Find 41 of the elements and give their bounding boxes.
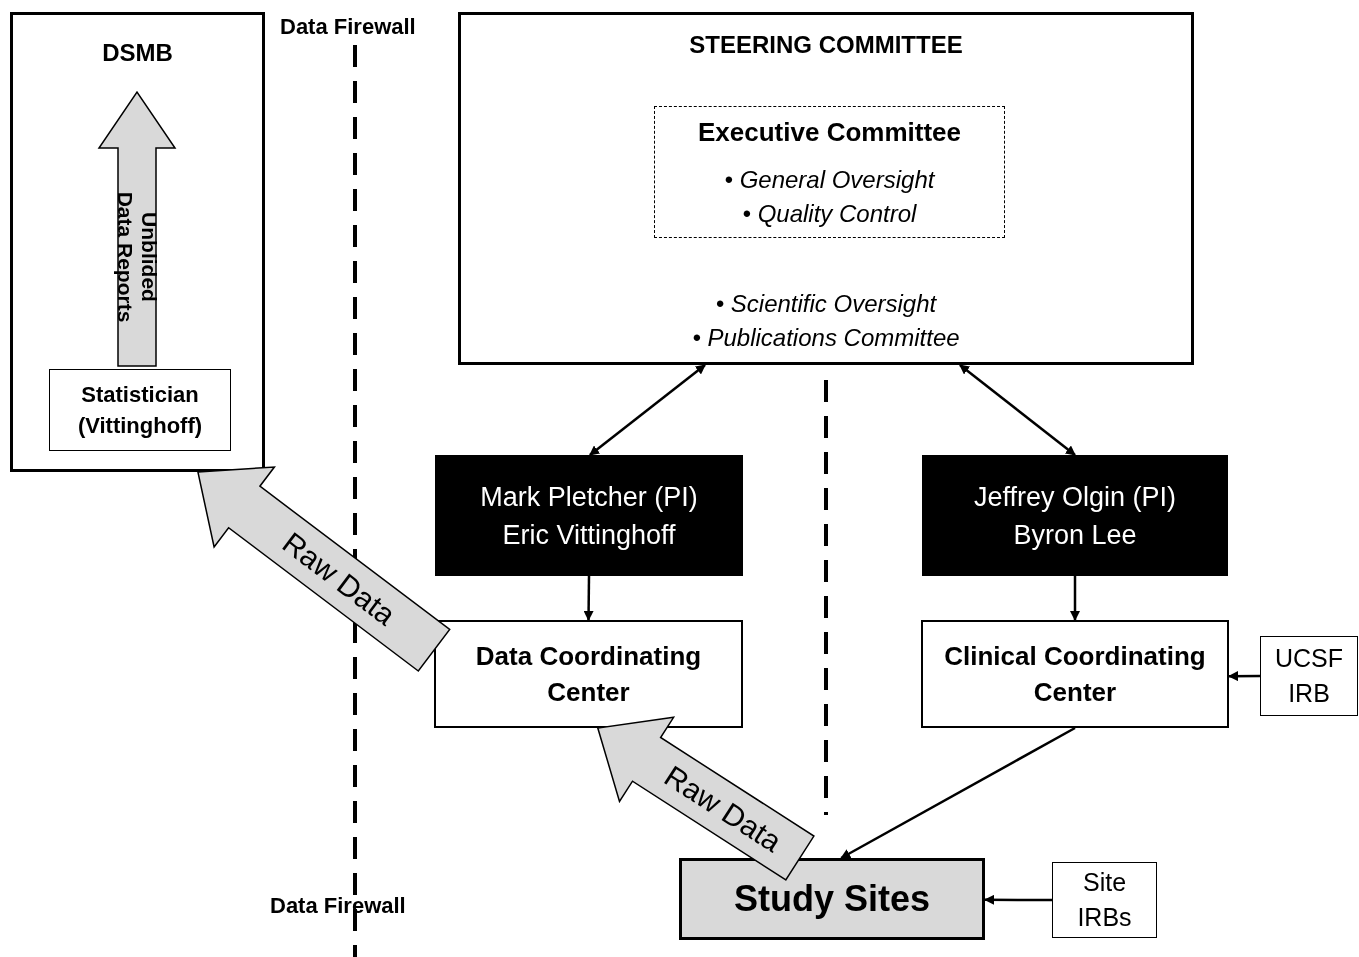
box-label: UCSF IRB [1273, 643, 1345, 709]
box-label: Clinical Coordinating Center [943, 640, 1207, 709]
bullet-item: • Quality Control [741, 199, 918, 229]
center-box [434, 620, 743, 728]
bullet-item: • General Oversight [723, 165, 936, 195]
box-label: Study Sites [732, 877, 932, 921]
box-label: Eric Vittinghoff [501, 518, 677, 552]
bullet-item: • Scientific Oversight [714, 289, 938, 319]
box-label: Mark Pletcher (PI) [479, 480, 699, 514]
edge-label: Unblided Data Reports [113, 190, 161, 325]
heading: STEERING COMMITTEE [688, 31, 964, 59]
block-arrow [197, 466, 451, 673]
heading: DSMB [101, 39, 174, 67]
block-arrow [97, 90, 177, 367]
bullet-item: • Publications Committee [691, 323, 961, 353]
arrow [1070, 576, 1080, 621]
firewall-label: Data Firewall [270, 893, 406, 919]
name-box [435, 455, 743, 576]
box-label: Site IRBs [1076, 867, 1133, 933]
arrow [1228, 671, 1260, 682]
box-label: Data Coordinating Center [474, 640, 703, 709]
irb-box [1052, 862, 1157, 938]
double-arrow [589, 364, 706, 456]
role-box [49, 369, 231, 451]
arrow [984, 894, 1052, 905]
double-arrow [959, 364, 1076, 456]
dashed-group-box [654, 106, 1005, 238]
name-box [922, 455, 1228, 576]
committee-box [458, 12, 1194, 365]
firewall-label: Data Firewall [280, 14, 416, 40]
heading: Executive Committee [697, 117, 962, 148]
center-box [921, 620, 1229, 728]
arrow [583, 576, 594, 621]
box-label: Statistician (Vittinghoff) [76, 381, 204, 440]
arrow [840, 726, 1076, 860]
box-label: Byron Lee [1012, 518, 1138, 552]
edge-label: Raw Data [658, 758, 788, 859]
irb-box [1260, 636, 1358, 716]
box-label: Jeffrey Olgin (PI) [972, 480, 1178, 514]
sites-box [679, 858, 985, 940]
block-arrow [596, 716, 815, 881]
